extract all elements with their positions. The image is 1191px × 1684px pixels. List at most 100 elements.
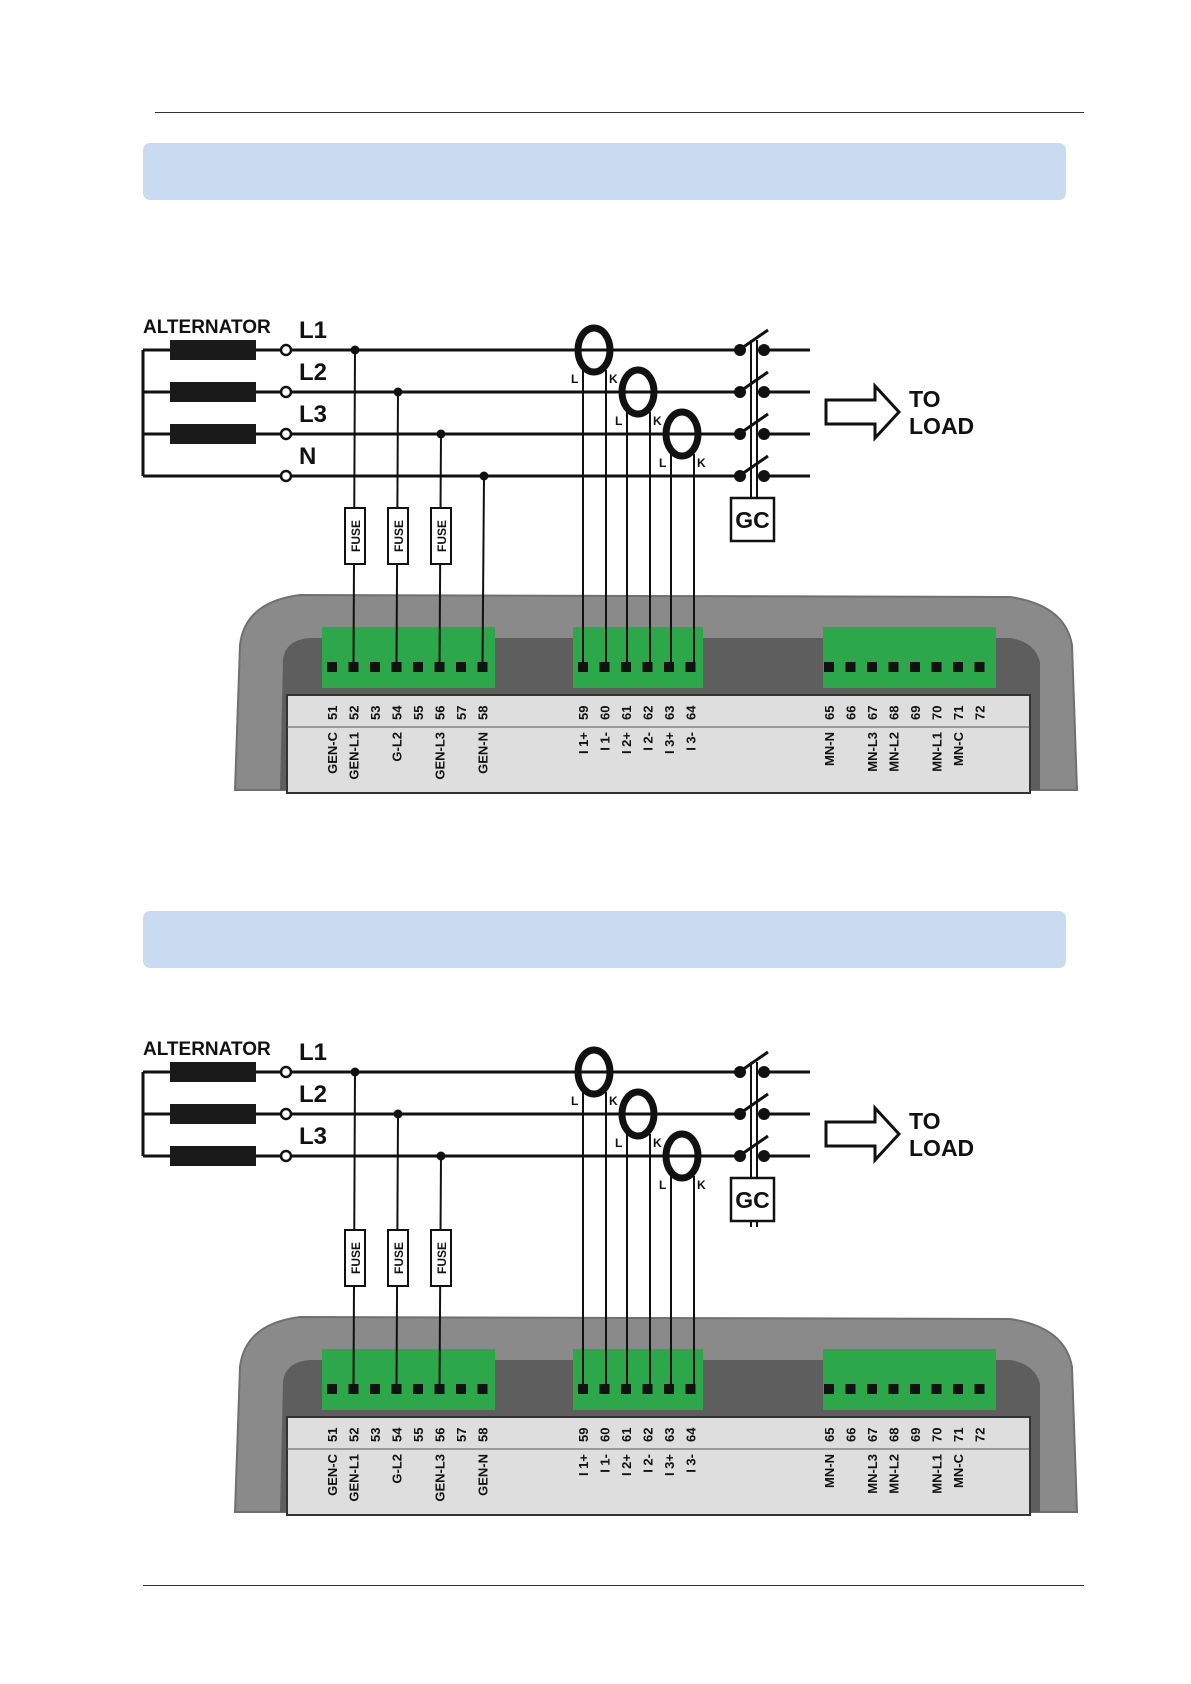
fuse-label: FUSE — [392, 520, 406, 552]
terminal-block-1 — [322, 1349, 495, 1410]
to-load-label: TO — [909, 1108, 941, 1134]
ct-mark-l: L — [615, 1136, 622, 1150]
current-transformer-3 — [662, 1130, 702, 1182]
fuse — [387, 1229, 409, 1287]
contactor-blade — [741, 1092, 769, 1114]
alternator-label: ALTERNATOR — [143, 1039, 271, 1060]
terminal-screw — [664, 1384, 674, 1394]
terminal-name: GEN-C — [325, 1453, 340, 1496]
terminal-name: MN-L1 — [930, 1454, 945, 1494]
terminal-name: MN-L3 — [865, 1454, 880, 1494]
contactor-label: GC — [735, 1187, 770, 1213]
terminal-name: I 3+ — [662, 1454, 677, 1476]
contactor-blade — [741, 454, 769, 476]
alternator-winding — [170, 1104, 256, 1124]
terminal-name: GEN-L1 — [347, 732, 362, 780]
terminal-number: 63 — [662, 1428, 677, 1442]
contactor-contact — [758, 470, 770, 482]
current-transformer-1 — [574, 1046, 614, 1098]
terminal-screw — [824, 662, 834, 672]
terminal-block-2 — [573, 1349, 703, 1410]
terminal-number: 68 — [887, 1428, 902, 1442]
terminal-number: 67 — [865, 1428, 880, 1442]
terminal-screw — [867, 662, 877, 672]
ct-mark-l: L — [615, 414, 622, 428]
section-header-band-1 — [143, 143, 1066, 200]
alternator-winding — [170, 424, 256, 444]
terminal-number: 60 — [598, 1428, 613, 1442]
terminal-number: 56 — [433, 1428, 448, 1442]
terminal-label-panel — [286, 694, 1031, 794]
top-rule — [155, 112, 1084, 113]
terminal-number: 62 — [641, 706, 656, 720]
ct-mark-k: K — [697, 1178, 706, 1192]
terminal-screw — [642, 662, 653, 672]
terminal-name: I 2- — [641, 732, 656, 751]
terminal-screw — [974, 1384, 985, 1394]
alternator-terminal — [279, 385, 293, 399]
terminal-screw — [953, 1384, 963, 1394]
ct-mark-k: K — [609, 1094, 618, 1108]
contactor-contact — [758, 1108, 770, 1120]
terminal-screw — [599, 1384, 610, 1394]
contactor-label: GC — [735, 507, 770, 533]
terminal-screw — [370, 662, 380, 672]
bottom-rule — [143, 1585, 1084, 1586]
to-load-label: TO — [909, 386, 941, 412]
terminal-screw — [888, 662, 899, 672]
terminal-number: 53 — [368, 1428, 383, 1442]
terminal-name: MN-L3 — [865, 732, 880, 772]
terminal-screw — [845, 662, 856, 672]
terminal-number: 67 — [865, 706, 880, 720]
terminal-number: 65 — [822, 706, 837, 720]
terminal-name: MN-L2 — [887, 1454, 902, 1494]
fuse-label: FUSE — [349, 520, 363, 552]
ct-mark-l: L — [571, 1094, 578, 1108]
phase-label: L2 — [299, 1081, 327, 1108]
terminal-name: GEN-L3 — [433, 1454, 448, 1502]
terminal-number: 65 — [822, 1428, 837, 1442]
terminal-name: MN-L1 — [930, 732, 945, 772]
alternator-terminal — [279, 427, 293, 441]
terminal-number: 63 — [662, 706, 677, 720]
fuse-label: FUSE — [435, 1242, 449, 1274]
terminal-name: I 2- — [641, 1454, 656, 1473]
terminal-screw — [845, 1384, 856, 1394]
terminal-number: 69 — [908, 706, 923, 720]
terminal-name: G-L2 — [390, 1454, 405, 1484]
contactor-blade — [741, 1050, 769, 1072]
sense-wire — [481, 475, 485, 668]
terminal-number: 54 — [390, 705, 405, 720]
terminal-label-panel — [286, 1416, 1031, 1516]
terminal-number: 64 — [684, 705, 699, 720]
terminal-screw — [327, 662, 337, 672]
alternator-label: ALTERNATOR — [143, 317, 271, 338]
terminal-number: 59 — [576, 1428, 591, 1442]
terminal-name: GEN-L1 — [347, 1454, 362, 1502]
terminal-name: I 3- — [684, 1454, 699, 1473]
terminal-name: GEN-N — [476, 1454, 491, 1496]
terminal-name: GEN-C — [325, 731, 340, 774]
terminal-number: 52 — [347, 706, 362, 720]
alternator-terminal — [279, 1107, 293, 1121]
phase-label: L3 — [299, 401, 327, 428]
terminal-number: 69 — [908, 1428, 923, 1442]
terminal-block-1 — [322, 627, 495, 688]
terminal-name: I 1+ — [576, 732, 591, 754]
terminal-block-3 — [823, 1349, 996, 1410]
terminal-number: 64 — [684, 1427, 699, 1442]
terminal-screw — [910, 1384, 920, 1394]
terminal-number: 57 — [454, 706, 469, 720]
terminal-screw — [931, 1384, 942, 1394]
to-load-label: LOAD — [909, 413, 974, 439]
terminal-name: MN-N — [822, 732, 837, 766]
alternator-terminal — [279, 1065, 293, 1079]
terminal-number: 58 — [476, 1428, 491, 1442]
terminal-number: 68 — [887, 706, 902, 720]
contactor-contact — [758, 344, 770, 356]
terminal-screw — [664, 662, 674, 672]
phase-label: N — [299, 443, 316, 470]
terminal-name: I 1+ — [576, 1454, 591, 1476]
terminal-number: 62 — [641, 1428, 656, 1442]
